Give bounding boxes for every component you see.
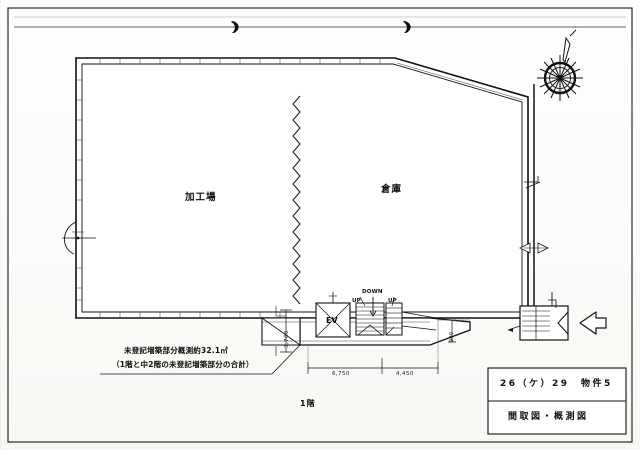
chamfer-line: [394, 57, 529, 98]
building-outline: [75, 57, 529, 319]
floor-label: 1階: [300, 399, 316, 408]
left-wall-hatching: [76, 79, 82, 301]
top-wall-hatching: [99, 58, 381, 64]
unregistered-area-note-line2: （1階と中2階の未登記増築部分の合計）: [112, 360, 254, 369]
stair-up-right-label: UP: [388, 298, 397, 304]
dimension-bottom-right: 4,450: [396, 371, 414, 377]
dimension-vertical-small: 900: [450, 331, 455, 342]
stair-up-left-label: UP: [352, 298, 361, 304]
note-leader-diagonal: [271, 344, 301, 375]
compass-rose-icon: [537, 29, 583, 101]
room-label-warehouse: 倉庫: [381, 184, 403, 195]
door-swing-icon: [62, 221, 96, 255]
vertical-dimension-3700: [275, 306, 292, 356]
vertical-dimension-small: [437, 318, 470, 343]
dimension-bottom-left: 6,750: [332, 371, 350, 377]
dimension-vertical-left: 3,700: [284, 330, 290, 348]
entrance-unit: [507, 292, 569, 341]
note-leader-line: [261, 317, 301, 346]
elevator-box: [315, 292, 351, 338]
title-block: [487, 367, 627, 435]
fold-mark-icon: [231, 21, 239, 33]
fold-mark-icon: [403, 21, 411, 33]
right-service-line: [519, 84, 549, 310]
sheet-border: [7, 7, 633, 443]
staircase: [355, 296, 403, 336]
corridor-lines: [401, 311, 437, 331]
bottom-wall-hatching: [99, 312, 281, 318]
title-block-case-number: 26（ケ）29 物件5: [500, 379, 613, 389]
stair-down-label: DOWN: [362, 289, 383, 295]
entrance-arrow-icon: [579, 311, 607, 335]
room-label-processing: 加工場: [185, 192, 217, 203]
unregistered-area-note-line1: 未登記増築部分概測約32.1㎡: [124, 346, 229, 355]
chamfer-line-inner: [396, 62, 524, 101]
elevator-label: EV: [326, 316, 338, 325]
title-block-drawing-title: 間取図・概測図: [508, 412, 589, 422]
zigzag-break-line-icon: [292, 95, 301, 305]
